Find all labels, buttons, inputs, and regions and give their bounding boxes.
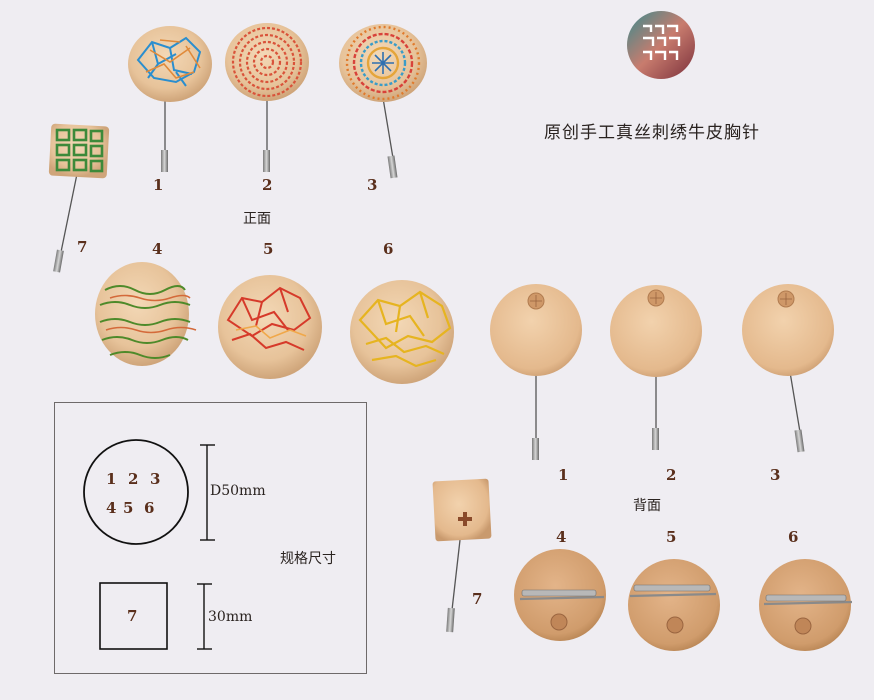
spec-label: 规格尺寸 (280, 551, 336, 567)
spec-circle-number-4: 4 (106, 499, 117, 517)
back-label: 背面 (633, 498, 661, 514)
spec-circle-number-2: 2 (128, 470, 139, 488)
back-number-6: 6 (788, 528, 799, 546)
front-number-1: 1 (153, 176, 164, 194)
front-number-6: 6 (383, 240, 394, 258)
spec-diagram (83, 439, 215, 650)
brooch-1-front (128, 26, 212, 172)
brand-logo (627, 11, 695, 79)
back-number-3: 3 (770, 466, 781, 484)
spec-circle-number-5: 5 (123, 499, 134, 517)
spec-circle-diameter: D50mm (210, 483, 266, 499)
front-number-4: 4 (152, 240, 163, 258)
spec-square-number: 7 (127, 607, 138, 625)
back-number-7: 7 (472, 590, 483, 608)
brooch-6-front (350, 280, 454, 384)
back-number-2: 2 (666, 466, 677, 484)
brooch-7-back (432, 478, 492, 633)
back-number-1: 1 (558, 466, 569, 484)
brooch-7-front (48, 123, 110, 273)
spec-circle-number-3: 3 (150, 470, 161, 488)
brooch-5-front (218, 275, 322, 379)
brooch-2-back (610, 285, 702, 450)
page-title: 原创手工真丝刺绣牛皮胸针 (544, 123, 760, 143)
back-number-4: 4 (556, 528, 567, 546)
brooch-3-back (742, 284, 834, 453)
front-number-3: 3 (367, 176, 378, 194)
spec-panel: 1 2 3 4 5 6 D50mm 7 30mm 规格尺寸 (54, 402, 367, 674)
spec-circle-number-1: 1 (106, 470, 117, 488)
spec-circle-number-6: 6 (144, 499, 155, 517)
front-number-5: 5 (263, 240, 274, 258)
front-number-7: 7 (77, 238, 88, 256)
brooch-4-front (95, 262, 197, 366)
brooch-1-back (490, 284, 582, 460)
front-label: 正面 (243, 211, 271, 227)
brooch-2-front (225, 23, 309, 172)
brooch-5-back (628, 559, 720, 651)
brooch-4-back (514, 549, 606, 641)
brooch-3-front (339, 24, 427, 179)
brooch-6-back (759, 559, 853, 651)
front-number-2: 2 (262, 176, 273, 194)
back-number-5: 5 (666, 528, 677, 546)
spec-square-size: 30mm (208, 609, 253, 625)
